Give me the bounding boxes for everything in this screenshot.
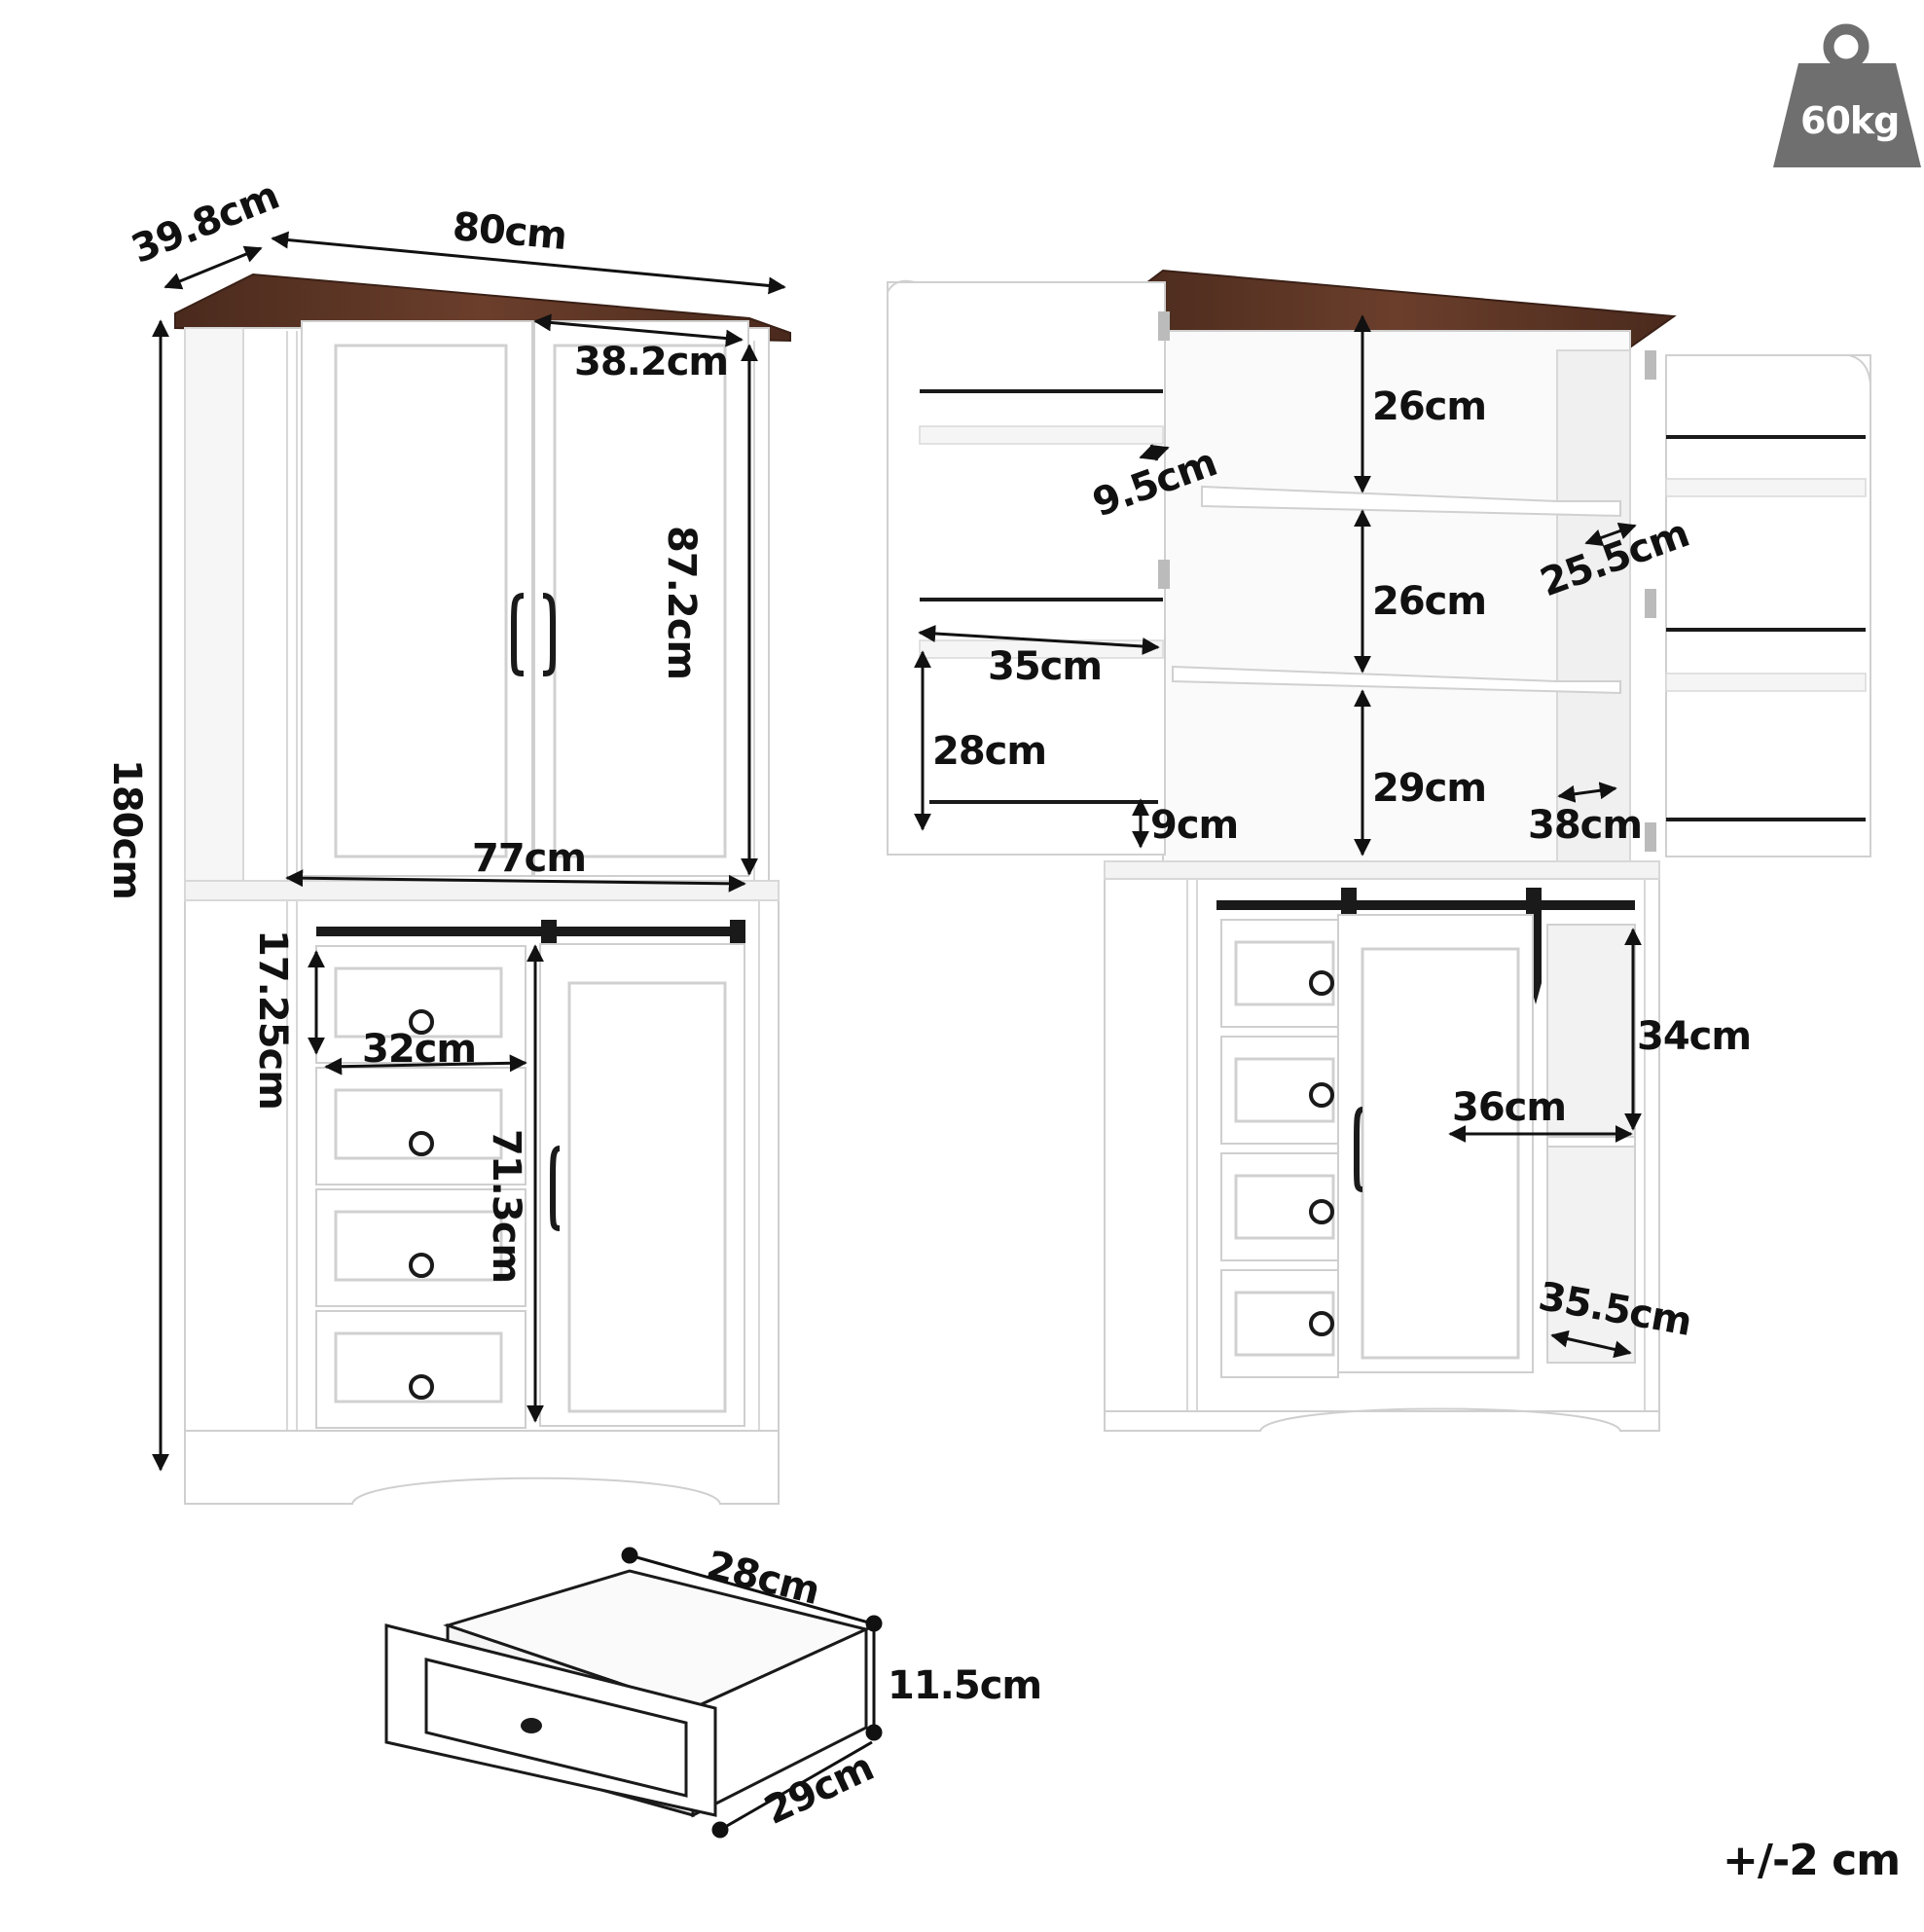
drawer-stack [315, 945, 526, 1429]
weight-label: 60kg [1800, 99, 1900, 142]
dimension-lines [152, 231, 1642, 1472]
shelf-gap-top-label: 26cm [1372, 384, 1487, 429]
open-right-door [1665, 354, 1871, 857]
weight-icon [1773, 23, 1921, 167]
inner-width-label: 77cm [472, 836, 587, 881]
drawer-dimension-lines [621, 1547, 883, 1839]
closed-cabinet [174, 273, 791, 1505]
total-height-label: 180cm [104, 759, 149, 899]
open-sliding-door [1337, 914, 1534, 1373]
shelf-gap-mid-label: 26cm [1372, 579, 1487, 624]
drawer-height-detail-label: 11.5cm [888, 1663, 1042, 1708]
open-door-handle [1354, 1107, 1363, 1192]
door-rack-gap-label: 28cm [932, 729, 1047, 774]
open-cabinet [887, 269, 1871, 1432]
drawer-detail [384, 1569, 871, 1818]
barn-door-rail [316, 927, 744, 936]
lower-height-label: 71.3cm [484, 1129, 528, 1284]
upper-left-door [301, 320, 533, 877]
upper-height-label: 87.2cm [659, 526, 704, 680]
door-handle-left [511, 593, 525, 676]
cabinet-height-label: 34cm [1637, 1014, 1752, 1059]
door-rail-height-label: 9cm [1150, 803, 1239, 848]
cabinet-width-label: 36cm [1452, 1085, 1567, 1130]
shelf-gap-bottom-label: 29cm [1372, 766, 1487, 811]
door-handle-right [542, 593, 556, 676]
upper-right-door [533, 320, 749, 877]
shelf-2 [1172, 665, 1621, 695]
compartment-shelf [1546, 1136, 1636, 1148]
right-rack-width-label: 38cm [1528, 803, 1643, 848]
shelf-1 [1201, 485, 1621, 518]
door-width-label: 38.2cm [574, 340, 729, 384]
cabinet-base [184, 1430, 780, 1505]
drawer-knob [521, 1718, 542, 1733]
tolerance-label: +/-2 cm [1723, 1836, 1901, 1885]
sliding-door [539, 943, 745, 1427]
open-barn-rail [1216, 900, 1635, 910]
open-drawer-stack [1220, 919, 1339, 1378]
drawer-width-label: 32cm [362, 1027, 477, 1072]
open-cabinet-base [1104, 1407, 1660, 1432]
width-label: 80cm [451, 203, 568, 260]
sliding-door-handle [550, 1146, 561, 1231]
upper-interior [1162, 330, 1631, 862]
door-rack-width-label: 35cm [988, 644, 1103, 689]
drawer-height-label: 17.25cm [250, 930, 295, 1110]
open-left-door [887, 281, 1166, 856]
drawer-front-panel [384, 1623, 717, 1817]
